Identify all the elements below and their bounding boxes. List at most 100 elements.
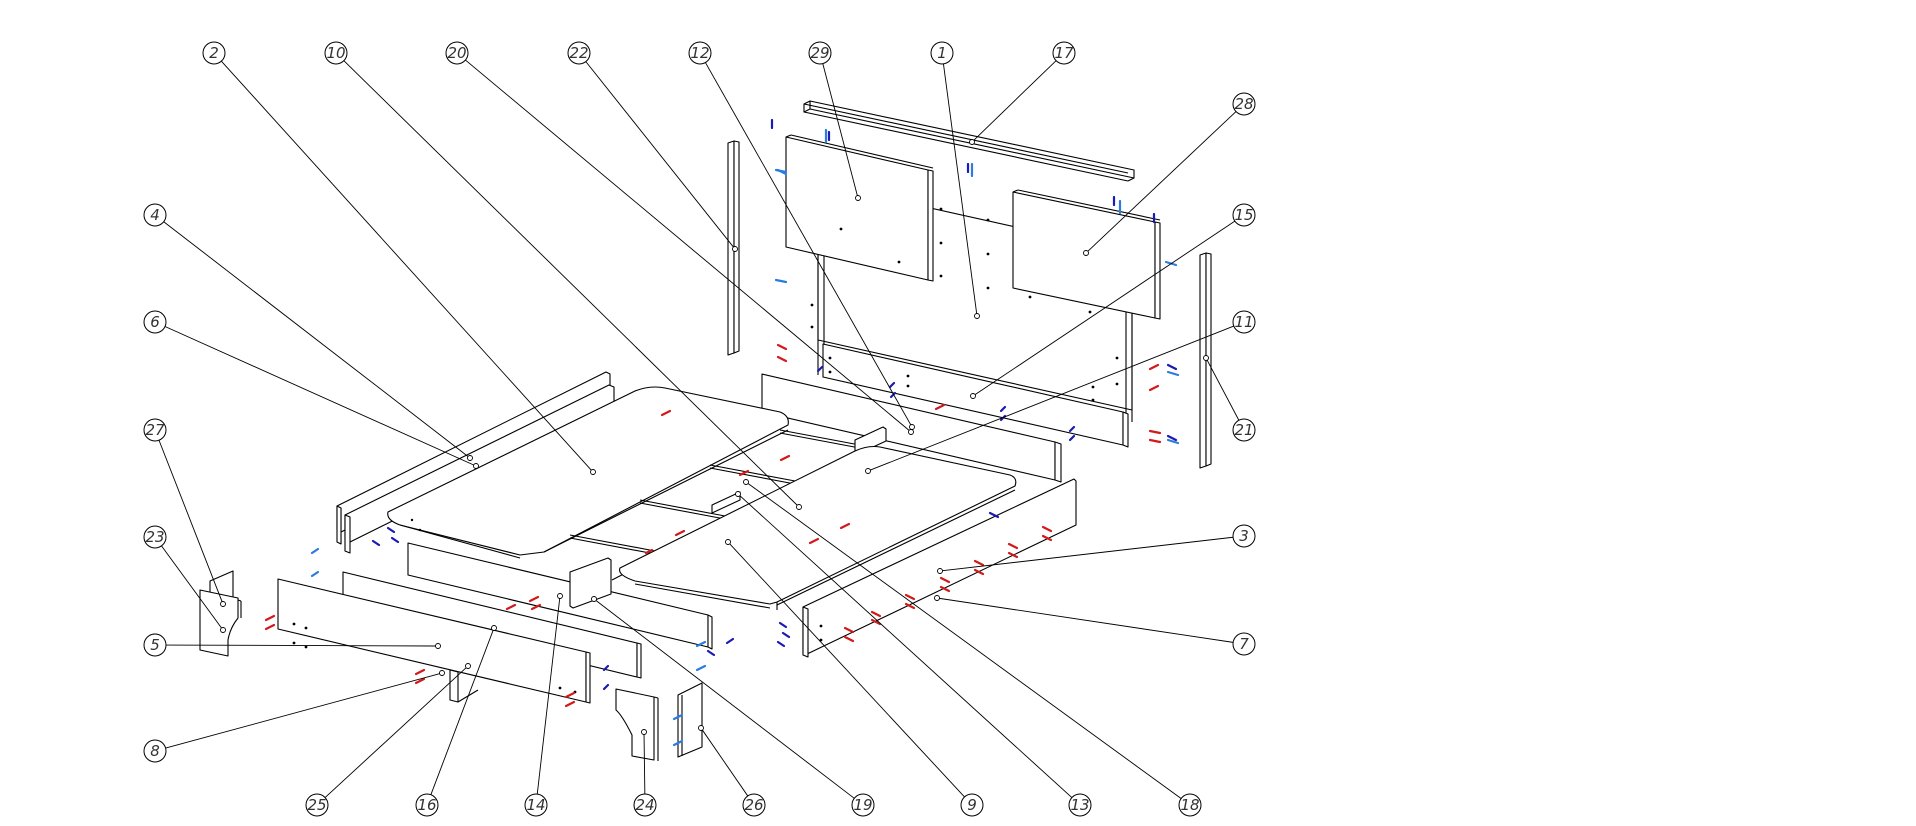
fasteners-red <box>264 343 1162 708</box>
callout-26: 26 <box>698 725 766 817</box>
leader-line <box>729 543 965 798</box>
leader-line <box>702 729 749 797</box>
part-left-post <box>727 140 740 356</box>
leader-anchor <box>590 469 596 475</box>
callout-24: 24 <box>633 729 657 817</box>
callout-number: 10 <box>326 44 345 62</box>
leader-anchor <box>735 491 741 497</box>
callout-number: 12 <box>690 44 709 62</box>
leader-line <box>161 545 222 629</box>
leader-anchor <box>641 729 647 735</box>
leader-anchor <box>491 625 497 631</box>
leader-line <box>536 598 561 795</box>
callout-number: 9 <box>967 796 977 814</box>
leader-line <box>165 673 440 749</box>
callout-number: 1 <box>937 44 947 62</box>
callout-number: 26 <box>744 796 763 814</box>
part-corner-bracket-right <box>615 682 703 761</box>
leader-line <box>974 220 1236 395</box>
callout-21: 21 <box>1203 355 1256 442</box>
callout-bubble <box>1232 92 1256 116</box>
callout-bubble <box>305 793 329 817</box>
callout-bubble <box>445 41 469 65</box>
leader-anchor <box>220 601 226 607</box>
leader-line <box>163 221 469 457</box>
callout-number: 21 <box>1234 421 1253 439</box>
leader-line <box>1087 111 1237 252</box>
leader-anchor <box>865 468 871 474</box>
callout-number: 6 <box>150 313 160 331</box>
leader-anchor <box>934 595 940 601</box>
callout-bubble <box>143 418 167 442</box>
callout-2: 2 <box>202 41 596 475</box>
callout-3: 3 <box>937 524 1256 574</box>
leader-anchor <box>467 455 473 461</box>
callout-number: 5 <box>150 636 160 654</box>
callout-bubble <box>1232 632 1256 656</box>
leader-line <box>942 536 1234 572</box>
callout-23: 23 <box>143 525 226 633</box>
leader-line <box>585 61 734 248</box>
callout-14: 14 <box>524 593 563 817</box>
part-center-support <box>569 557 612 609</box>
part-platform-deck-left <box>387 386 789 559</box>
callout-10: 10 <box>324 41 802 510</box>
leader-anchor <box>743 479 749 485</box>
callout-5: 5 <box>143 633 441 657</box>
callout-number: 16 <box>417 796 436 814</box>
callout-number: 7 <box>1239 635 1249 653</box>
callout-number: 13 <box>1070 796 1089 814</box>
part-foot-support <box>449 669 479 703</box>
callout-bubble <box>1232 310 1256 334</box>
callout-number: 23 <box>145 528 164 546</box>
leader-line <box>939 597 1234 643</box>
part-back-rail <box>761 373 1062 483</box>
callout-number: 15 <box>1234 206 1253 224</box>
callout-bubble <box>567 41 591 65</box>
leader-anchor <box>220 627 226 633</box>
callout-bubble <box>524 793 548 817</box>
callout-15: 15 <box>970 203 1256 399</box>
callout-number: 22 <box>569 44 588 62</box>
leader-anchor <box>937 568 943 574</box>
callout-number: 24 <box>635 796 654 814</box>
callout-bubble <box>202 41 226 65</box>
leader-line <box>158 440 223 602</box>
callout-bubble <box>1178 793 1202 817</box>
leader-anchor <box>796 504 802 510</box>
leader-line <box>747 483 1182 799</box>
leader-anchor <box>465 663 471 669</box>
leader-line <box>1206 360 1240 421</box>
callout-bubble <box>143 525 167 549</box>
leader-line <box>165 644 436 647</box>
callout-4: 4 <box>143 203 473 461</box>
callout-bubble <box>930 41 954 65</box>
callout-bubble <box>688 41 712 65</box>
leader-anchor <box>591 596 597 602</box>
callout-bubble <box>1068 793 1092 817</box>
callout-bubble <box>1052 41 1076 65</box>
leader-line <box>595 600 855 799</box>
callout-bubble <box>1232 418 1256 442</box>
leader-line <box>943 63 978 314</box>
callout-number: 19 <box>853 796 872 814</box>
callout-number: 11 <box>1234 313 1253 331</box>
leader-line <box>343 60 798 506</box>
leader-anchor <box>732 246 738 252</box>
callout-12: 12 <box>688 41 915 430</box>
leader-anchor <box>909 424 915 430</box>
part-platform-deck-right <box>619 445 1017 610</box>
callout-number: 17 <box>1054 44 1074 62</box>
leader-line <box>164 326 474 466</box>
fasteners-blue <box>371 118 1178 691</box>
callout-25: 25 <box>305 663 471 817</box>
callout-number: 2 <box>209 44 219 62</box>
callout-bubble <box>143 739 167 763</box>
callout-bubble <box>324 41 348 65</box>
callout-bubble <box>808 41 832 65</box>
callout-27: 27 <box>143 418 226 607</box>
leader-line <box>822 63 858 196</box>
leader-line <box>430 630 494 795</box>
